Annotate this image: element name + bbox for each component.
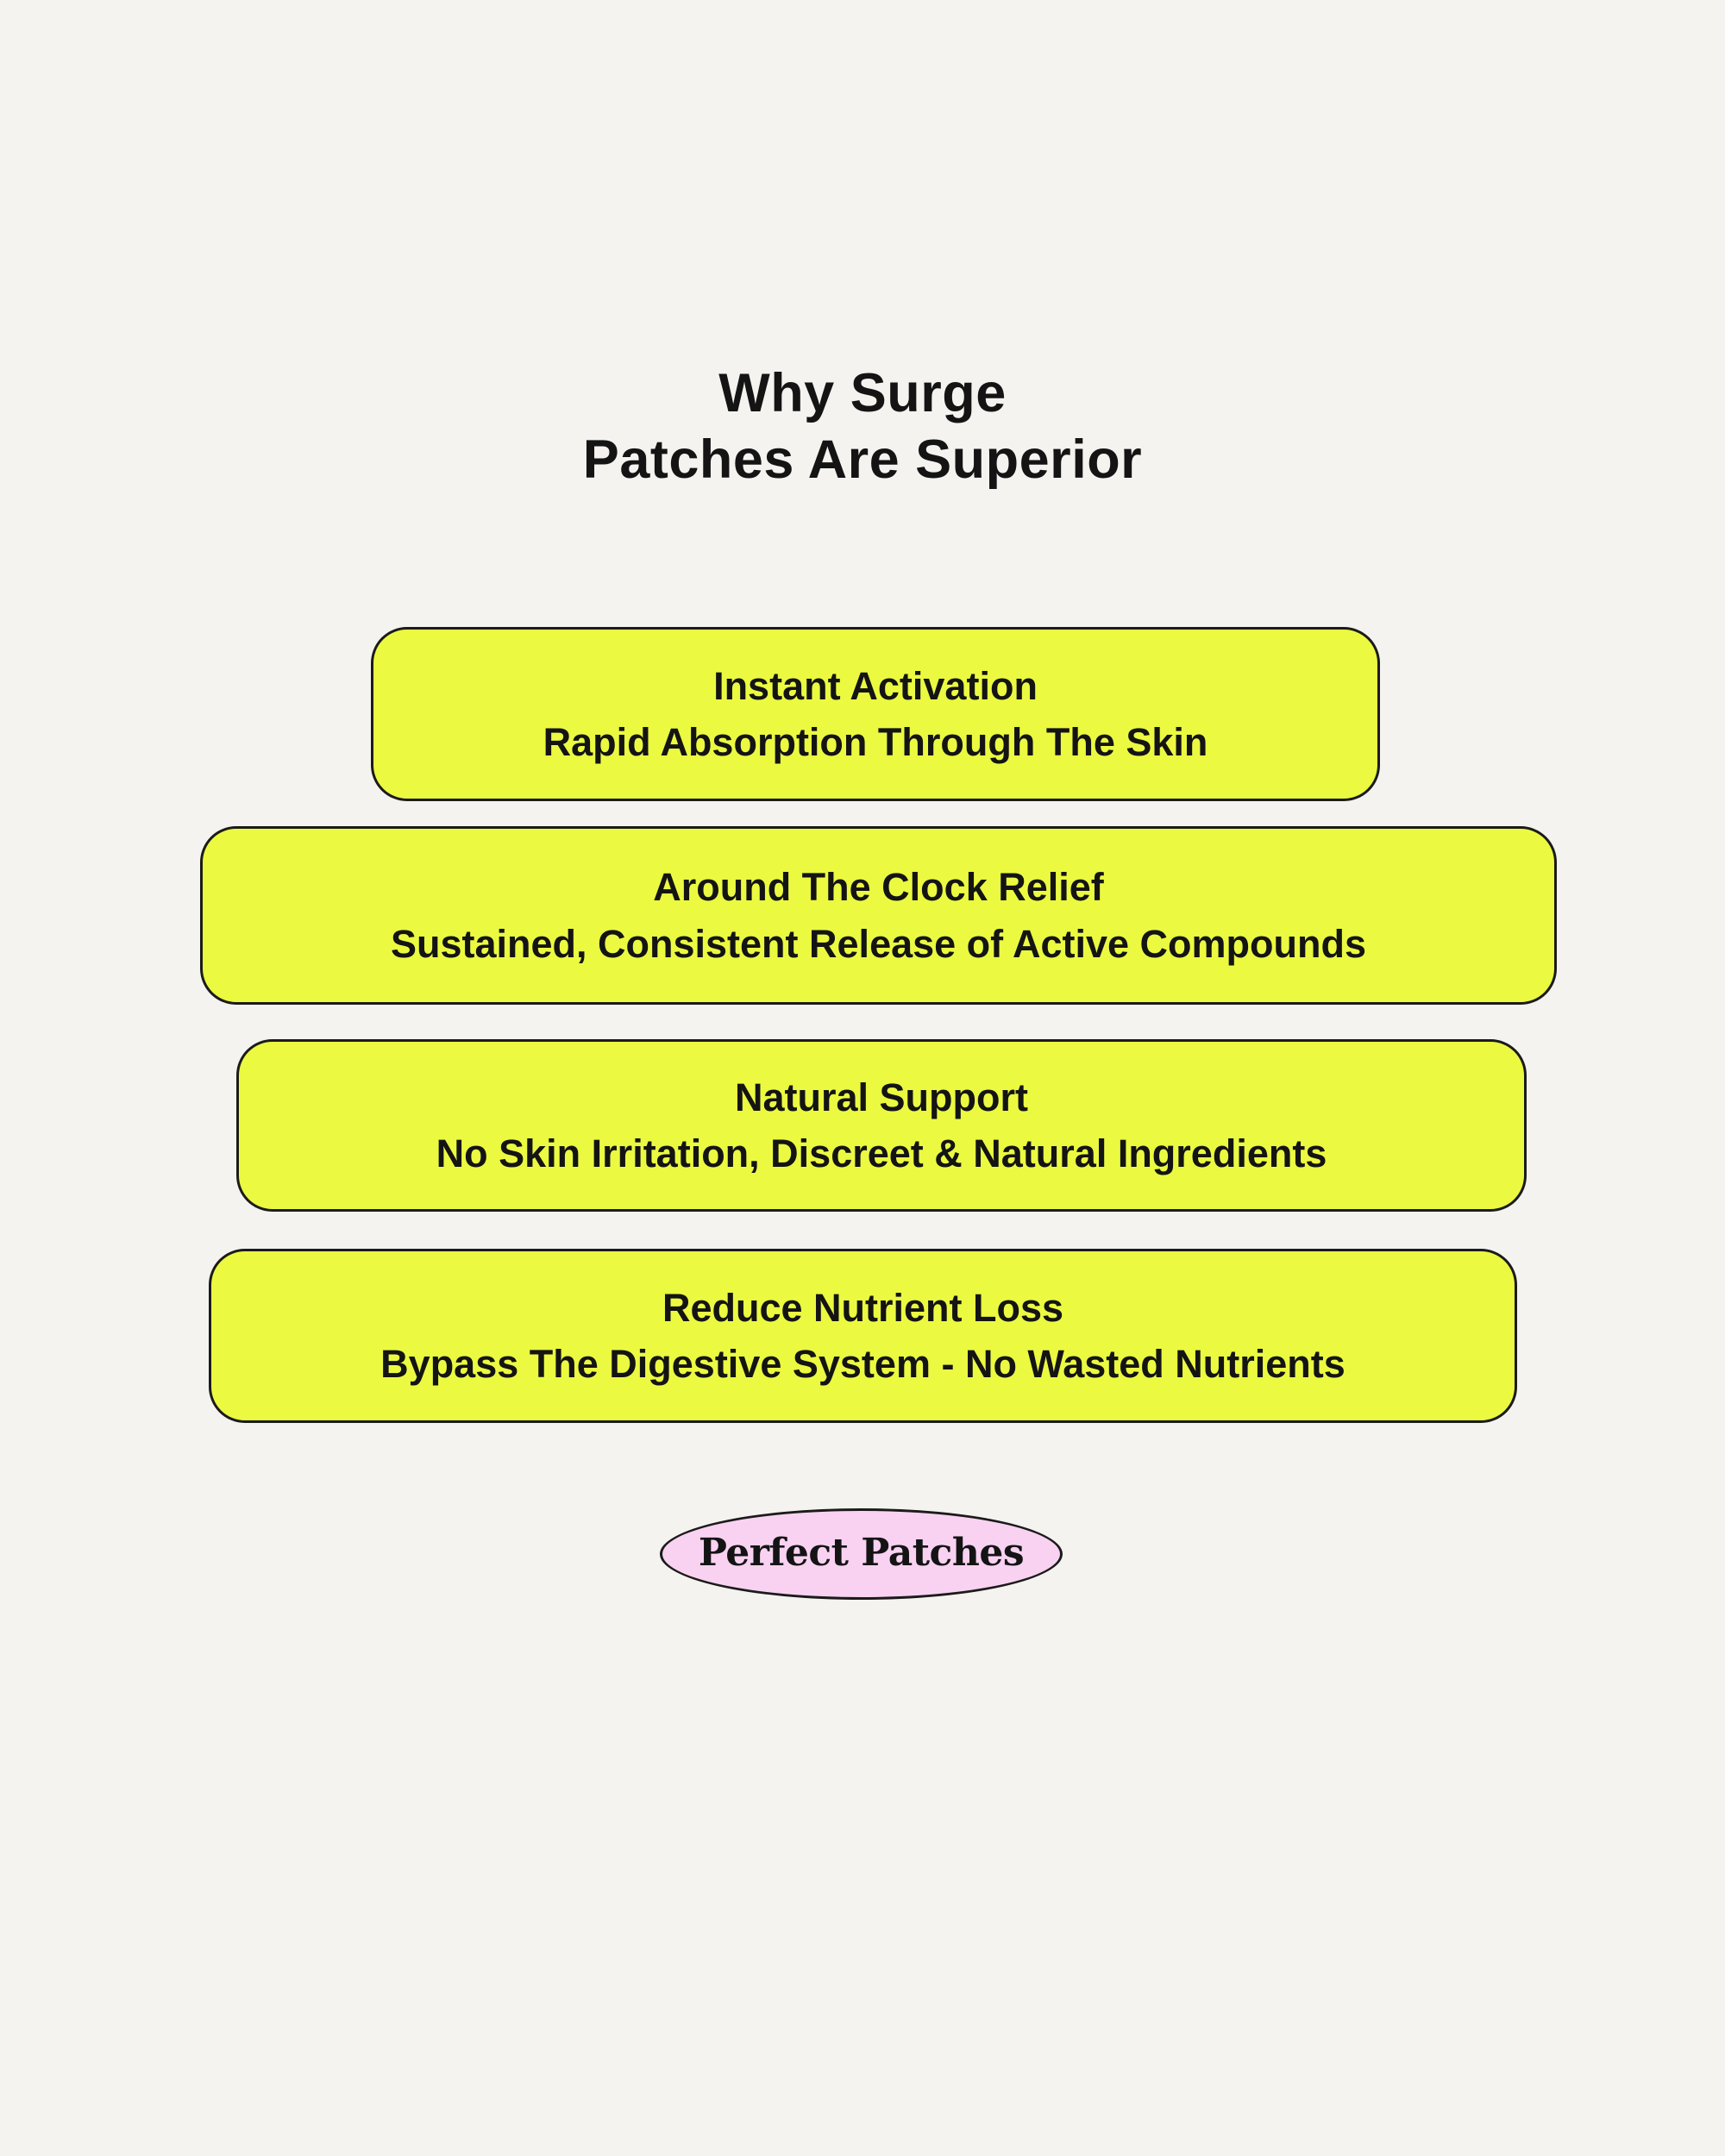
benefit-description: Bypass The Digestive System - No Wasted … <box>380 1342 1346 1386</box>
benefit-heading: Around The Clock Relief <box>653 865 1104 910</box>
page-title: Why Surge Patches Are Superior <box>0 360 1725 493</box>
benefit-heading: Instant Activation <box>713 663 1038 708</box>
benefit-heading: Reduce Nutrient Loss <box>662 1285 1064 1330</box>
benefit-heading: Natural Support <box>734 1075 1028 1119</box>
benefit-card-around-the-clock-relief: Around The Clock Relief Sustained, Consi… <box>200 826 1557 1005</box>
benefit-description: Sustained, Consistent Release of Active … <box>390 921 1367 966</box>
page-title-line-2: Patches Are Superior <box>582 429 1143 490</box>
benefit-description: Rapid Absorption Through The Skin <box>543 720 1208 764</box>
benefit-description: No Skin Irritation, Discreet & Natural I… <box>436 1131 1327 1175</box>
benefit-card-instant-activation: Instant Activation Rapid Absorption Thro… <box>371 627 1380 801</box>
benefit-card-natural-support: Natural Support No Skin Irritation, Disc… <box>236 1039 1527 1212</box>
benefit-card-reduce-nutrient-loss: Reduce Nutrient Loss Bypass The Digestiv… <box>209 1249 1517 1423</box>
brand-name: Perfect Patches <box>698 1530 1025 1575</box>
brand-badge: Perfect Patches <box>660 1508 1063 1600</box>
page-title-line-1: Why Surge <box>718 363 1007 423</box>
